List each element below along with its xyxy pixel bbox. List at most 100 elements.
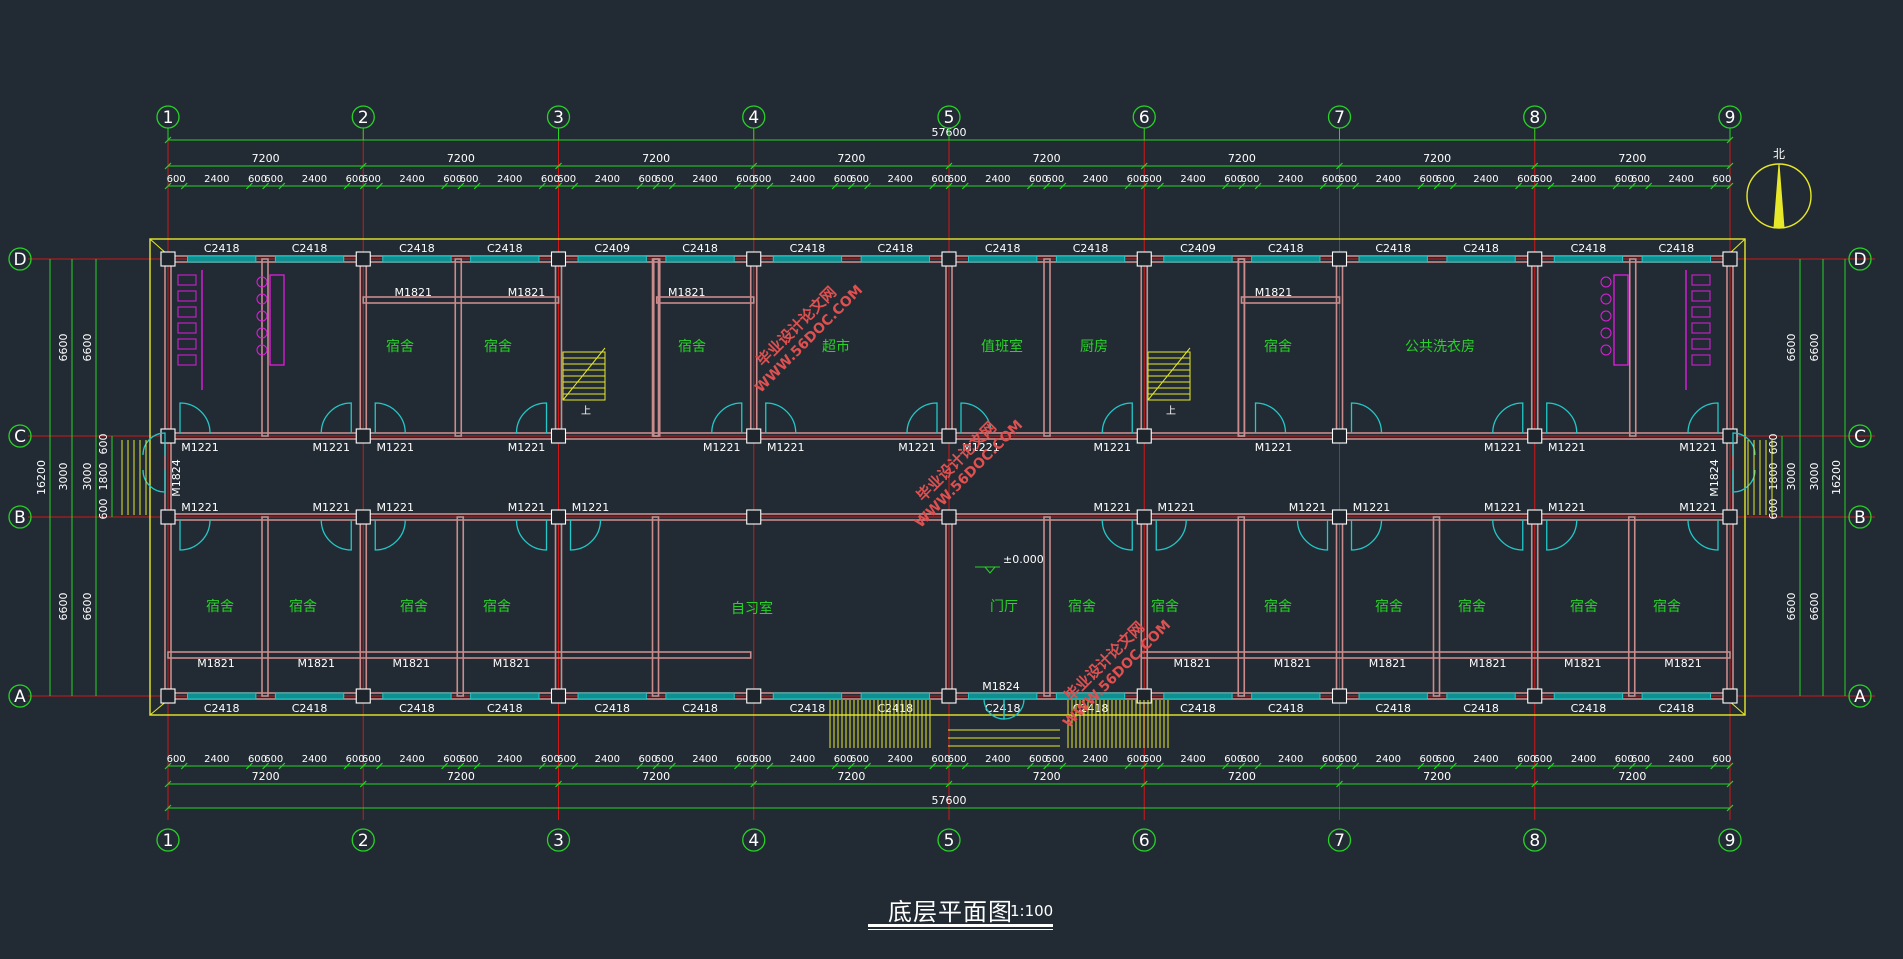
basin [1600,293,1612,305]
dim-tick [278,182,286,190]
north-window-label: C2418 [292,242,328,255]
dim-tick [1710,762,1718,770]
dim-split-text-top: 600 [557,174,576,185]
basin-counter [269,274,285,366]
stair-up-label: 上 [581,405,591,417]
partition-north [1043,258,1051,437]
dim-tick [1417,182,1425,190]
room-label-south: 宿舍 [1068,598,1096,615]
column [941,428,957,444]
room-label-north: 厨房 [1080,339,1108,355]
partition-north [1237,258,1246,437]
dim-tick [1059,182,1067,190]
dim-split-text-top: 600 [931,174,950,185]
door-swing [1254,402,1287,434]
dim-bay-bottom-text: 7200 [1423,770,1451,783]
dim-depth-left-text: 3000 [57,463,70,491]
dim-split-text-top: 2400 [1473,174,1498,185]
toilet-stall [1691,274,1711,286]
dim-tick [359,182,367,190]
dim-tick [1043,762,1051,770]
south-window [1446,692,1516,700]
north-window [968,255,1038,263]
south-window [1358,692,1428,700]
dim-tick [1726,804,1734,812]
dim-bay-top-text: 7200 [837,152,865,165]
door-label: M1221 [1353,501,1391,514]
dim-tick [1319,182,1327,190]
axis-bubble-bottom-8-circle [1523,828,1547,852]
axis-bubble-right-B-label: B [1854,508,1866,528]
column [941,251,957,267]
dim-tick [1319,762,1327,770]
column [160,688,176,704]
dim-corridor-right-text: 600 [1767,499,1780,520]
axis-bubble-right-C-circle [1848,424,1872,448]
basin [1600,344,1612,356]
partition-south-sub [1140,651,1731,659]
door-swing [374,402,406,434]
dim-tick [1628,762,1636,770]
dim-tick [1157,762,1164,770]
south-window-label: C2418 [877,702,913,715]
axis-bubble-top-2-label: 2 [358,108,369,128]
dim-split-text-bottom: 2400 [302,754,327,765]
dim-tick [668,182,676,190]
partition-south-sub [167,651,752,659]
drawing-scale: 1:100 [1010,902,1054,920]
drawing-title: 底层平面图 [888,898,1013,926]
south-window [274,692,345,700]
axis-bubble-top-1-label: 1 [163,108,174,128]
column [1331,251,1348,267]
door-label-interior: M1821 [1564,657,1602,670]
door-swing [711,402,743,434]
dim-split-text-top: 600 [638,174,657,185]
north-window-label: C2418 [790,242,826,255]
dim-tick [555,762,562,770]
door-label: M1221 [962,441,1000,454]
north-window [1553,255,1624,263]
column [1136,251,1152,267]
south-window [772,692,843,700]
toilet-stall [1691,290,1711,302]
dim-tick [164,762,172,770]
south-window [1553,692,1624,700]
dim-split-text-bottom: 2400 [1571,754,1596,765]
axis-bubble-top-6-label: 6 [1139,108,1150,128]
axis-bubble-bottom-5-label: 5 [944,831,955,851]
north-window-label: C2418 [1463,242,1499,255]
washbasin-row [1600,274,1629,366]
axis-bubble-top-9-label: 9 [1725,108,1736,128]
dim-split-text-top: 600 [1322,174,1341,185]
dim-split-text-bottom: 600 [1436,754,1455,765]
door-swing [1003,698,1025,720]
south-window-label: C2418 [204,702,240,715]
dim-tick [1449,762,1457,770]
dim-tick [1645,182,1653,190]
dim-bay-bottom-text: 7200 [252,770,280,783]
door-swing [1546,519,1578,551]
dim-tick [929,182,937,190]
dim-tick [278,762,286,770]
dim-split-text-top: 2400 [887,174,912,185]
dim-split-text-bottom: 600 [1712,754,1731,765]
axis-bubble-bottom-7-label: 7 [1334,831,1345,851]
dim-split-text-bottom: 2400 [1278,754,1303,765]
column [1527,428,1543,444]
dim-split-text-top: 2400 [1278,174,1303,185]
stair-break [562,347,606,401]
south-window [968,692,1038,700]
dim-split-text-bottom: 600 [1419,754,1438,765]
dim-split-text-bottom: 600 [1127,754,1146,765]
dim-split-text-bottom: 600 [948,754,967,765]
door-label: M1221 [313,501,351,514]
north-window-label: C2418 [985,242,1021,255]
axis-bubble-bottom-2-label: 2 [358,831,369,851]
door-label: M1221 [767,441,805,454]
dim-tick [929,762,937,770]
watermark-line2: WWW.56DOC.COM [1060,617,1174,731]
dim-split-text-bottom: 600 [1029,754,1048,765]
dim-tick [864,182,872,190]
basin [256,327,268,339]
